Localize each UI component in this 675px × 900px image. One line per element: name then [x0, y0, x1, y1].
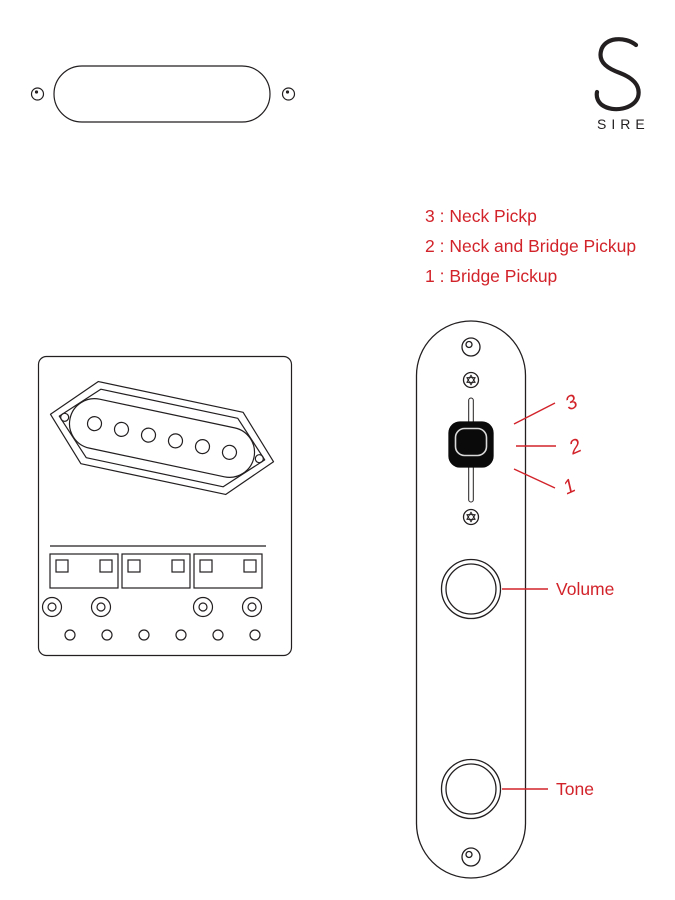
volume-knob [440, 558, 502, 620]
bridge-mount-screw [241, 596, 263, 618]
bridge-saddle [193, 553, 263, 589]
saddle-screw [127, 559, 141, 573]
saddle-screw [199, 559, 213, 573]
string-hole [249, 629, 261, 641]
neck-pickup-cover [53, 65, 271, 123]
legend-item-3: 3 : Neck Pickp [425, 206, 537, 226]
torx-screw-upper [462, 371, 480, 389]
pickup-screw-right [254, 454, 264, 464]
pole-piece [167, 433, 184, 449]
string-hole [175, 629, 187, 641]
sire-logo-text: SIRE [597, 116, 650, 132]
pickup-screw-left [60, 412, 70, 422]
plate-screw-bottom [461, 847, 481, 867]
neck-pickup [30, 65, 296, 123]
bridge-pickup [49, 380, 275, 496]
pole-piece [194, 439, 211, 455]
tone-knob [440, 758, 502, 820]
sire-logo-mark [594, 37, 641, 112]
pole-piece [86, 416, 103, 432]
tone-label: Tone [556, 779, 594, 799]
saddle-screw [55, 559, 69, 573]
sire-logo [594, 37, 641, 112]
saddle-screw [99, 559, 113, 573]
leader-line-position-1 [513, 468, 556, 489]
bridge-mount-screw [90, 596, 112, 618]
bridge-saddle [121, 553, 191, 589]
pole-piece [113, 421, 130, 437]
string-hole [64, 629, 76, 641]
string-hole [138, 629, 150, 641]
leader-line-position-3 [513, 402, 556, 425]
saddle-screw [171, 559, 185, 573]
string-hole [101, 629, 113, 641]
bridge-saddle [49, 553, 119, 589]
pickup-cavity-inner [58, 388, 266, 488]
legend-item-1: 1 : Bridge Pickup [425, 266, 558, 286]
annotations [502, 402, 556, 790]
bridge-assembly [37, 355, 293, 657]
pickup-selector-switch [448, 421, 494, 468]
neck-pickup-screw-right [281, 87, 296, 101]
control-plate [415, 320, 527, 879]
pole-piece [221, 444, 238, 460]
switch-legend: 3 : Neck Pickp 2 : Neck and Bridge Picku… [425, 201, 636, 291]
pickup-cavity-outline [49, 380, 275, 496]
string-hole [212, 629, 224, 641]
torx-screw-lower [462, 508, 480, 526]
pole-piece [140, 427, 157, 443]
plate-screw-top [461, 337, 481, 357]
volume-label: Volume [556, 579, 615, 599]
legend-item-2: 2 : Neck and Bridge Pickup [425, 236, 637, 256]
saddle-screw [243, 559, 257, 573]
neck-pickup-screw-left [30, 87, 45, 101]
control-plate-outline [415, 320, 527, 879]
bridge-pickup-body [68, 398, 256, 478]
bridge-plate [37, 355, 293, 657]
bridge-mount-screw [192, 596, 214, 618]
bridge-mount-screw [41, 596, 63, 618]
